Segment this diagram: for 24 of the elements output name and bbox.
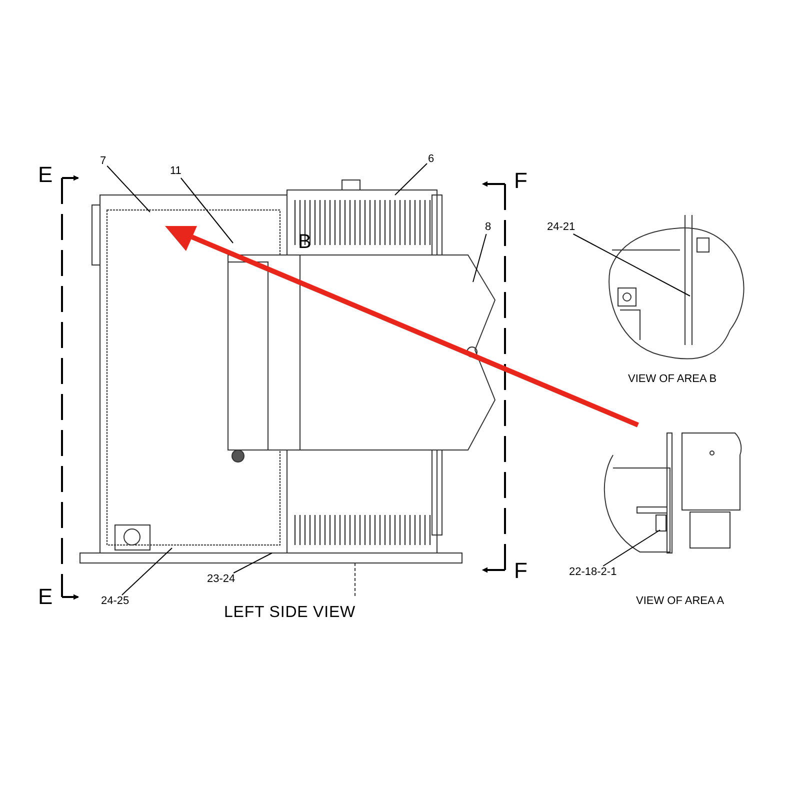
callout-number: 7 xyxy=(99,155,108,168)
view-title: LEFT SIDE VIEW xyxy=(224,605,356,621)
section-letter: F xyxy=(514,560,528,582)
callout-number: 24-25 xyxy=(100,595,130,608)
callout-number: 8 xyxy=(484,221,492,234)
section-letter: E xyxy=(38,164,53,186)
section-letter: F xyxy=(514,170,528,192)
leader-line xyxy=(121,548,172,596)
leader-line xyxy=(180,178,234,244)
section-letter: B xyxy=(298,232,312,252)
leader-line xyxy=(572,234,690,296)
leader-line xyxy=(233,552,272,574)
callout-number: 11 xyxy=(169,165,182,178)
leader-line xyxy=(106,165,150,212)
callout-number: 24-21 xyxy=(546,221,576,234)
view-title: VIEW OF AREA B xyxy=(628,374,717,385)
section-letter: E xyxy=(38,586,53,608)
leader-line xyxy=(394,163,428,196)
view-title: VIEW OF AREA A xyxy=(636,596,724,607)
leader-line xyxy=(602,530,660,566)
callout-number: 6 xyxy=(427,153,436,166)
leader-line xyxy=(472,234,487,282)
callout-number: 23-24 xyxy=(206,573,236,586)
callout-number: 22-18-2-1 xyxy=(568,566,618,579)
